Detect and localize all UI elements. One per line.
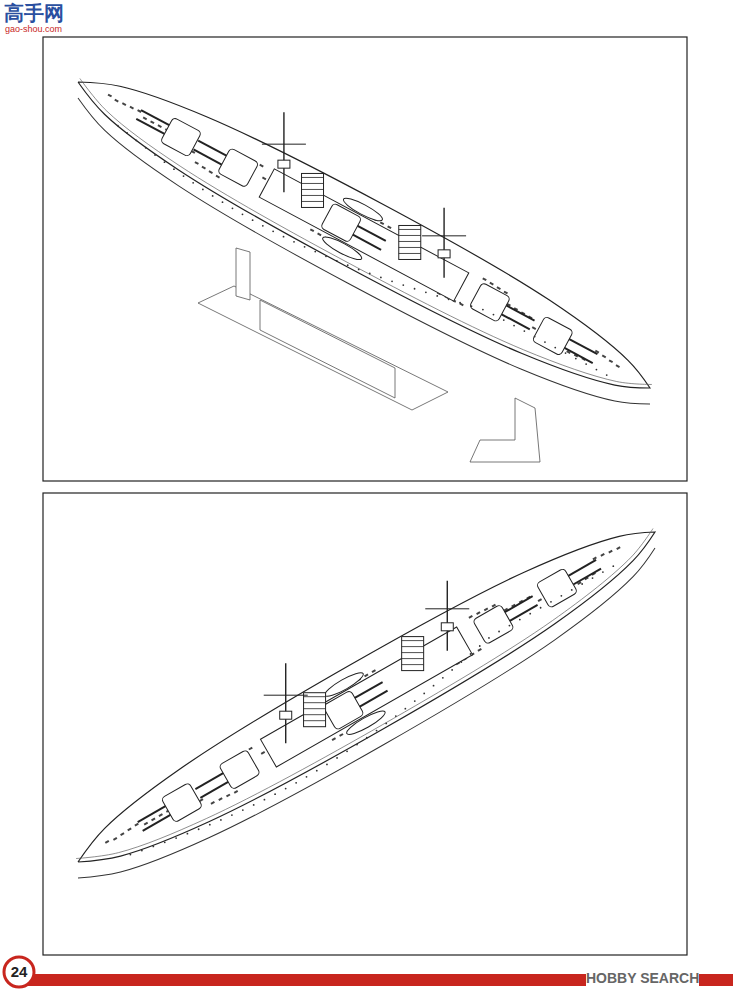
ship-view-lower — [60, 501, 673, 910]
watermark-url: gao-shou.com — [5, 25, 62, 35]
ship-view-upper — [61, 50, 667, 435]
page-number: 24 — [11, 964, 28, 981]
page-badge — [4, 957, 34, 987]
view-frame — [43, 493, 687, 955]
watermark-logo: 高手网 — [4, 2, 64, 24]
view-frame — [43, 37, 687, 481]
watermark-text: HOBBY SEARCH — [586, 971, 699, 986]
